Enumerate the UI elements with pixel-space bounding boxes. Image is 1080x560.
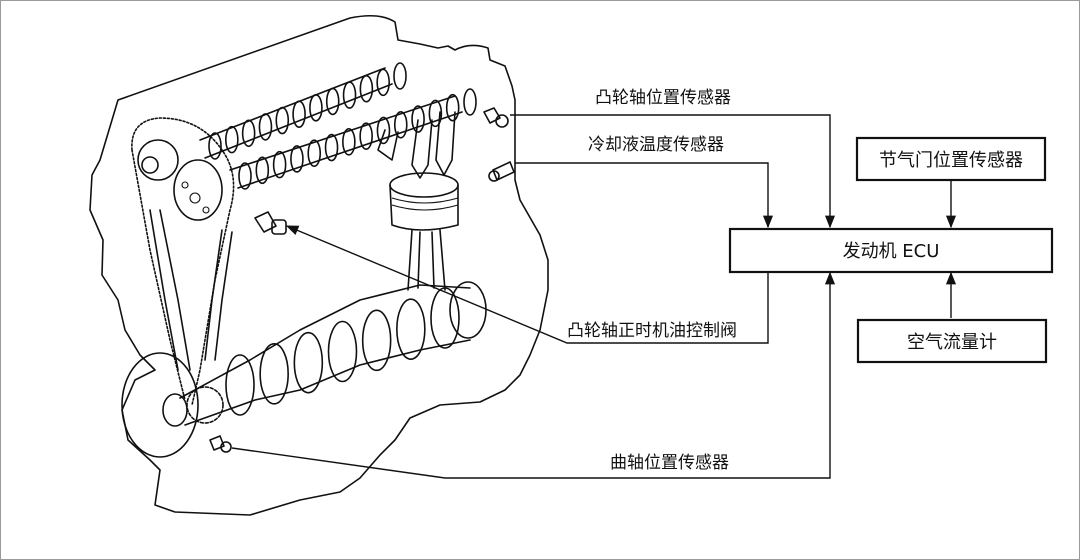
wire-camshaft-sensor <box>510 114 836 229</box>
cam-lobe <box>325 87 340 116</box>
cam-lobe <box>342 81 357 109</box>
crankshaft-position-sensor <box>209 435 232 453</box>
cam-lobe <box>428 99 443 128</box>
cam-lobe <box>292 100 306 128</box>
ecu-box: 发动机 ECU <box>728 227 1054 274</box>
cam-lobe <box>376 116 391 145</box>
wire-coolant-sensor <box>515 162 774 229</box>
cam-lobe <box>430 287 460 349</box>
cam-lobe <box>396 298 426 360</box>
wiring <box>231 114 957 479</box>
cam-lobe <box>225 125 239 154</box>
connecting-rod <box>407 229 446 291</box>
cam-lobe <box>293 331 324 394</box>
camshaft-position-sensor <box>483 107 509 128</box>
cam-lobe <box>393 110 408 139</box>
cam-lobe <box>463 88 477 116</box>
cam-lobe <box>290 145 304 173</box>
cam-lobe <box>359 122 373 150</box>
wire-ocv <box>285 225 769 344</box>
wire-crankshaft-sensor <box>231 271 836 479</box>
engine-block-outline <box>89 14 549 516</box>
cam-lobe <box>324 133 339 162</box>
intake-camshaft <box>199 62 407 160</box>
piston <box>389 172 459 231</box>
cam-lobe <box>255 156 270 185</box>
cam-lobe <box>258 113 273 141</box>
camshaft-position-sensor-label: 凸轮轴位置传感器 <box>595 88 731 108</box>
cam-lobe <box>376 68 390 97</box>
cam-lobe <box>327 320 358 383</box>
cam-lobe <box>225 354 255 416</box>
cam-lobe <box>241 119 256 148</box>
air-flow-meter-label: 空气流量计 <box>907 332 997 353</box>
cam-sprocket <box>137 139 179 181</box>
air-flow-meter-box: 空气流量计 <box>856 318 1048 364</box>
coolant-temperature-sensor-label: 冷却液温度传感器 <box>588 135 724 155</box>
cam-lobe <box>259 343 289 405</box>
cam-lobe <box>309 94 323 122</box>
ocv-label: 凸轮轴正时机油控制阀 <box>567 321 737 341</box>
valves <box>377 111 456 179</box>
cam-lobe <box>342 128 356 156</box>
cam-lobe <box>393 62 407 90</box>
coolant-temperature-sensor <box>488 161 515 182</box>
cam-lobe <box>445 93 460 122</box>
throttle-position-sensor-label: 节气门位置传感器 <box>879 150 1023 171</box>
cam-lobe <box>275 106 290 135</box>
cam-lobe <box>359 74 374 103</box>
crankshaft-position-sensor-label: 曲轴位置传感器 <box>610 453 729 473</box>
vvt-controller <box>173 159 223 221</box>
cam-lobe <box>361 309 392 372</box>
cam-lobe <box>208 132 222 160</box>
cam-lobe <box>307 139 322 168</box>
cam-lobe <box>238 162 252 190</box>
ecu-label: 发动机 ECU <box>843 241 940 262</box>
cam-lobe <box>411 105 425 133</box>
throttle-position-sensor-box: 节气门位置传感器 <box>855 136 1047 182</box>
exhaust-camshaft <box>229 88 477 190</box>
cam-lobe <box>272 150 287 179</box>
engine-illustration <box>89 14 549 516</box>
oil-control-valve <box>254 211 287 235</box>
